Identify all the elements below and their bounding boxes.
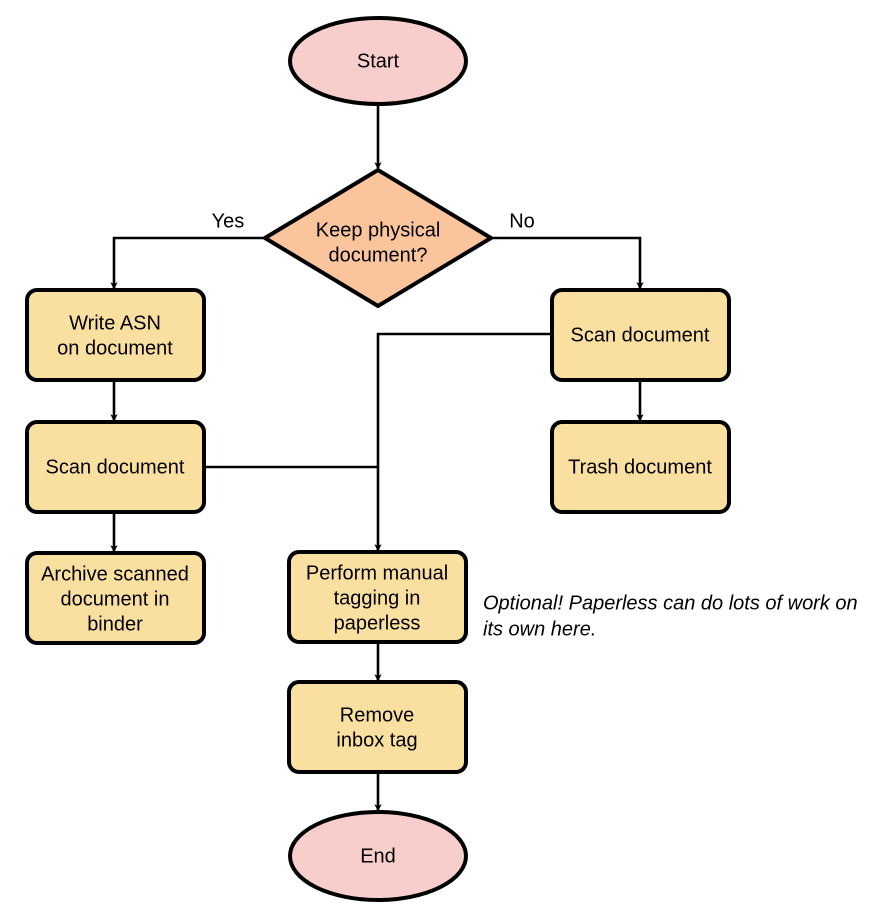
node-start[interactable]: Start bbox=[288, 16, 468, 106]
archive-label-line3: binder bbox=[87, 613, 143, 635]
tagging-rect-shape bbox=[287, 550, 468, 644]
decision-label-line2: document? bbox=[329, 244, 428, 266]
edge-label-no: No bbox=[509, 210, 535, 232]
edge-label-layer: Yes No bbox=[212, 210, 535, 232]
end-ellipse-shape bbox=[288, 810, 468, 902]
tagging-label-line1: Perform manual bbox=[306, 562, 448, 584]
edge-decision-no-to-scan-right bbox=[491, 236, 644, 290]
scan-left-rect-shape bbox=[25, 420, 206, 514]
write-asn-rect-shape bbox=[25, 288, 206, 382]
node-archive-scanned-document[interactable]: Archive scanned document in binder bbox=[25, 551, 206, 645]
annotation-line1: Optional! Paperless can do lots of work … bbox=[483, 592, 858, 614]
edge-scan-right-to-tagging bbox=[374, 332, 552, 552]
node-end[interactable]: End bbox=[288, 810, 468, 902]
decision-diamond-shape bbox=[263, 168, 493, 308]
node-write-asn-on-document[interactable]: Write ASN on document bbox=[25, 288, 206, 382]
annotation-note: Optional! Paperless can do lots of work … bbox=[483, 592, 858, 640]
edge-layer bbox=[110, 104, 644, 812]
start-label: Start bbox=[357, 50, 400, 72]
edge-decision-yes-to-write-asn bbox=[110, 236, 265, 290]
node-scan-document-left[interactable]: Scan document bbox=[25, 420, 206, 514]
write-asn-label-line1: Write ASN bbox=[69, 312, 161, 334]
tagging-label-line3: paperless bbox=[334, 612, 421, 634]
start-ellipse-shape bbox=[288, 16, 468, 106]
write-asn-label-line2: on document bbox=[57, 337, 173, 359]
node-trash-document[interactable]: Trash document bbox=[550, 420, 731, 514]
scan-right-label: Scan document bbox=[571, 324, 710, 346]
remove-inbox-label-line2: inbox tag bbox=[336, 729, 417, 751]
end-label: End bbox=[360, 845, 396, 867]
trash-rect-shape bbox=[550, 420, 731, 514]
node-scan-document-right[interactable]: Scan document bbox=[550, 288, 731, 382]
tagging-label-line2: tagging in bbox=[334, 587, 421, 609]
decision-label-line1: Keep physical bbox=[316, 219, 441, 241]
archive-rect-shape bbox=[25, 551, 206, 645]
node-perform-manual-tagging[interactable]: Perform manual tagging in paperless bbox=[287, 550, 468, 644]
remove-inbox-label-line1: Remove bbox=[340, 704, 414, 726]
edge-label-yes: Yes bbox=[212, 210, 245, 232]
archive-label-line2: document in bbox=[61, 588, 170, 610]
trash-label: Trash document bbox=[568, 456, 712, 478]
annotation-line2: its own here. bbox=[483, 618, 596, 640]
scan-right-rect-shape bbox=[550, 288, 731, 382]
remove-inbox-rect-shape bbox=[287, 680, 468, 774]
scan-left-label: Scan document bbox=[46, 456, 185, 478]
node-remove-inbox-tag[interactable]: Remove inbox tag bbox=[287, 680, 468, 774]
archive-label-line1: Archive scanned bbox=[41, 563, 189, 585]
node-decision-keep-physical-document[interactable]: Keep physical document? bbox=[263, 168, 493, 308]
